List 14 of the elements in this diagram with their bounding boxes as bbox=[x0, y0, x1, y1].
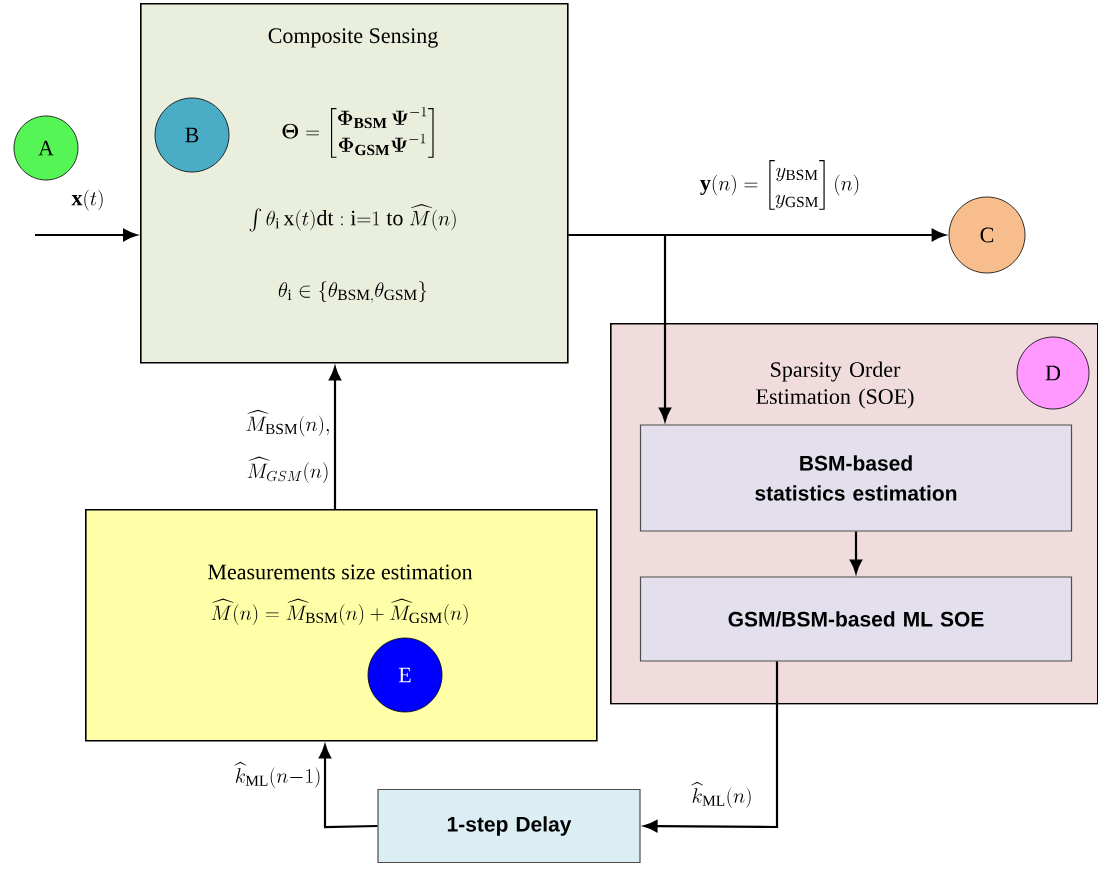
process-box: GSM/BSM-based ML SOE bbox=[639, 576, 1073, 662]
arrow bbox=[328, 366, 342, 509]
delay-box: 1-step Delay bbox=[377, 788, 641, 864]
arrow bbox=[849, 531, 863, 574]
arrow bbox=[318, 744, 378, 829]
edge-label: $\widehat{k}_{\mathrm{ML}}(n{-}1)$ bbox=[232, 760, 324, 790]
process-box: BSM-based statistics estimation bbox=[639, 424, 1073, 532]
edge-label: $\mathbf{y}(n) = \begin{bmatrix}y_{\mathrm{BSM}}\\ y_{\mathrm{GSM}}\end{bmatrix}(n)$ bbox=[697, 156, 863, 214]
arrow bbox=[568, 233, 672, 422]
arrow bbox=[643, 661, 779, 833]
arrow bbox=[35, 228, 137, 242]
edge-label: $\begin{gathered}\widehat{M}_{\mathrm{BSM}}(n),\\[14pt] \widehat{M}_{GSM}(n)\end{gathered}$ bbox=[243, 408, 333, 488]
edge-label: $\mathbf{x}(t)$ bbox=[69, 187, 107, 213]
edge-label: $\widehat{k}_{\mathrm{ML}}(n)$ bbox=[689, 780, 755, 810]
